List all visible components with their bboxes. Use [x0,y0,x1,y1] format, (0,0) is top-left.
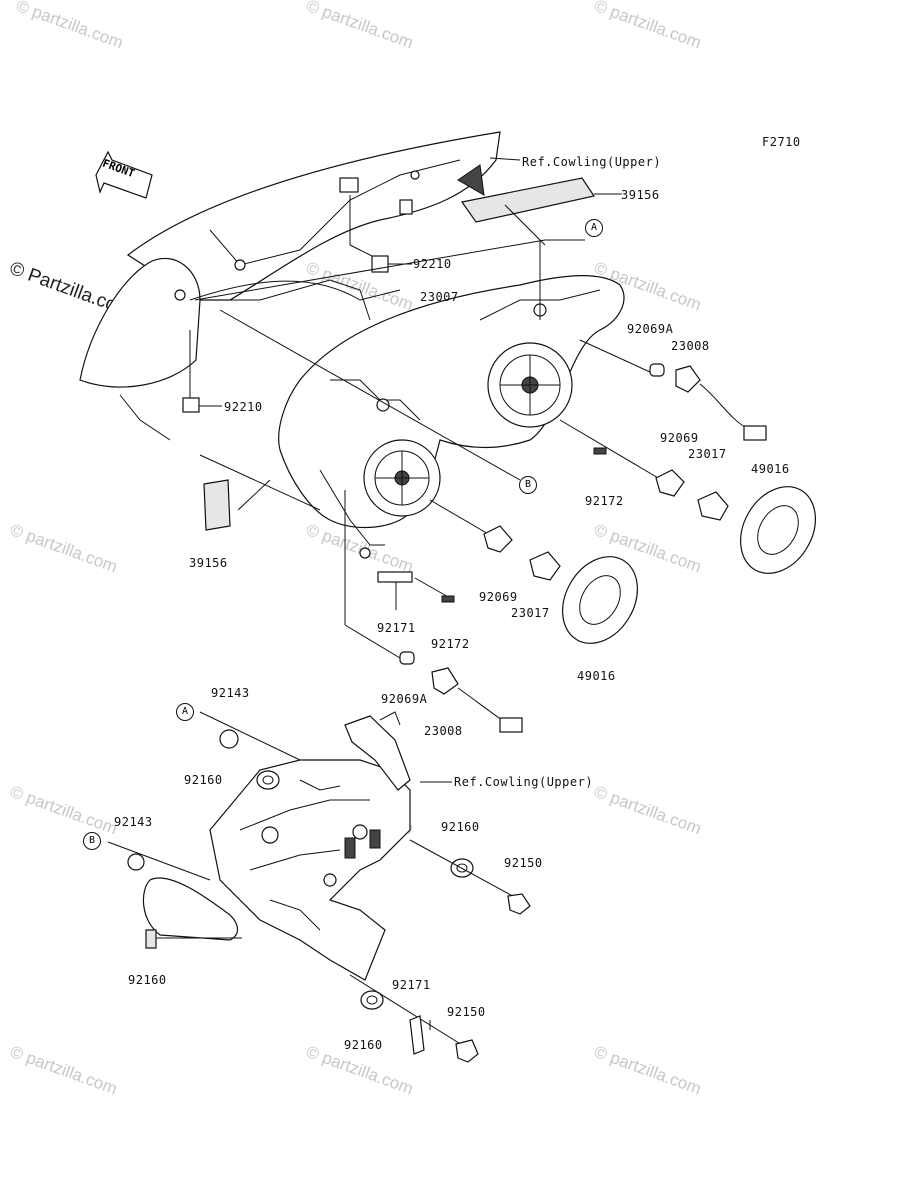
part-number-92210-top: 92210 [413,257,452,271]
front-indicator: FRONT [96,150,156,190]
part-number-92172-mid: 92172 [431,637,470,651]
part-92069a-mid [399,651,415,665]
part-23017-right [697,491,729,521]
cowling-upper-drawing [79,131,521,441]
part-92069a-top [649,363,665,377]
part-39156-top [460,177,595,223]
front-arrow-icon [95,150,153,199]
part-number-23007: 23007 [420,290,459,304]
part-49016-right [740,486,816,574]
part-92160-a [256,770,280,790]
headlight-bracket [142,711,452,981]
marker-a-top: A [585,219,603,237]
part-92150-right [507,893,531,915]
part-number-92069a-mid: 92069A [381,692,428,706]
part-92172-mid [441,595,455,603]
part-92210-left [182,397,200,413]
part-49016-mid [562,556,638,644]
part-number-92069-mid: 92069 [479,590,518,604]
part-92069-right [655,469,685,497]
part-23017-mid [529,551,561,581]
part-number-92150-right: 92150 [504,856,543,870]
marker-a-bottom: A [176,703,194,721]
part-92171-mid [377,571,413,583]
part-number-92160-left: 92160 [128,973,167,987]
ref-cowling-upper-mid: Ref.Cowling(Upper) [454,775,594,789]
part-number-92171-bottom: 92171 [392,978,431,992]
part-number-92150-bottom: 92150 [447,1005,486,1019]
part-92069-mid [483,525,513,553]
marker-b-bottom: B [83,832,101,850]
part-92171-bottom [409,1015,425,1055]
part-92160-left [145,929,157,949]
part-number-92069-right: 92069 [660,431,699,445]
part-92143-b [127,853,145,871]
part-number-92143-b: 92143 [114,815,153,829]
part-number-92160-a: 92160 [184,773,223,787]
part-number-92143-a: 92143 [211,686,250,700]
figure-code: F2710 [762,135,801,149]
part-number-92172-right: 92172 [585,494,624,508]
part-92143-a [219,729,239,749]
part-23008-top [675,365,701,393]
part-number-92210-left: 92210 [224,400,263,414]
part-number-49016-mid: 49016 [577,669,616,683]
ref-cowling-upper-top: Ref.Cowling(Upper) [522,155,662,169]
part-92160-bottom [360,990,384,1010]
part-number-23017-mid: 23017 [511,606,550,620]
part-number-39156-top: 39156 [621,188,660,202]
part-23008-mid [431,667,459,695]
part-number-23017-right: 23017 [688,447,727,461]
part-number-92171-mid: 92171 [377,621,416,635]
front-label: FRONT [100,156,137,181]
part-number-39156-left: 39156 [189,556,228,570]
part-number-49016-right: 49016 [751,462,790,476]
part-92172-right [593,447,607,455]
headlight-assembly-23007 [278,274,625,559]
part-number-92160-bottom: 92160 [344,1038,383,1052]
part-number-92160-right: 92160 [441,820,480,834]
part-39156-left [203,479,231,531]
marker-b-top: B [519,476,537,494]
part-number-92069a-top: 92069A [627,322,674,336]
part-number-23008-top: 23008 [671,339,710,353]
part-92150-bottom [455,1039,479,1063]
part-number-23008-mid: 23008 [424,724,463,738]
